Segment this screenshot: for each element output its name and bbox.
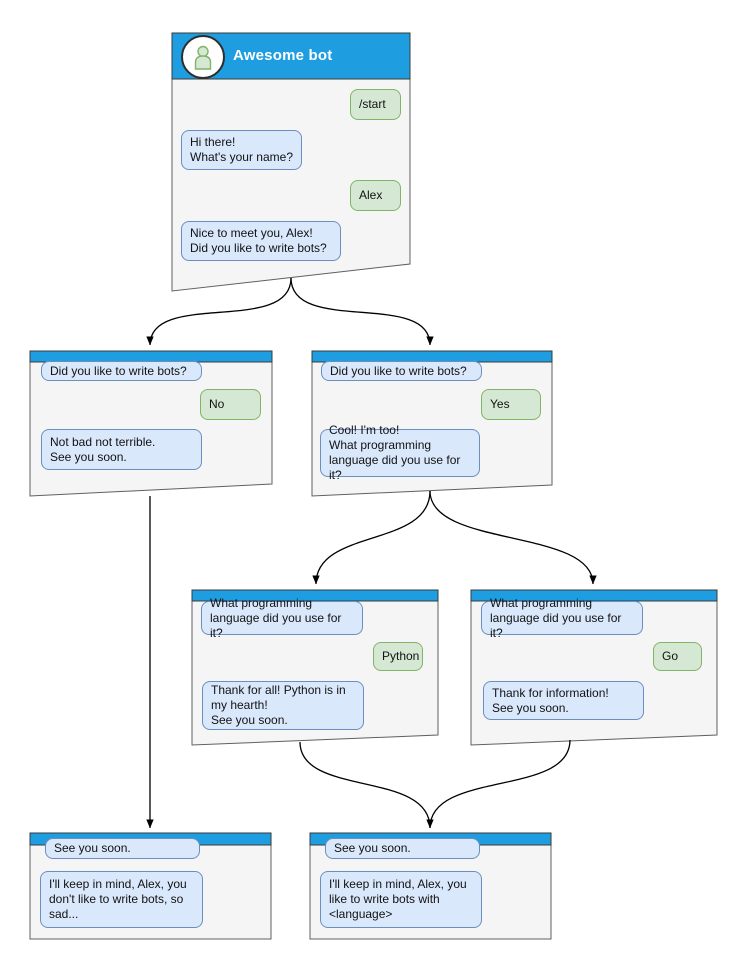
- bot-message-bubble: What programming language did you use fo…: [201, 596, 363, 640]
- edge-yes-to-python: [312, 490, 431, 585]
- bot-message-bubble: Thank for information! See you soon.: [483, 681, 644, 720]
- bot-message-bubble: See you soon.: [325, 838, 480, 859]
- user-message-bubble: Python: [373, 642, 423, 671]
- person-icon: [194, 45, 212, 70]
- bot-message-bubble: I'll keep in mind, Alex, you like to wri…: [320, 871, 482, 928]
- edge-go-to-end: [429, 739, 571, 829]
- user-message-bubble: Alex: [350, 180, 401, 211]
- user-message-bubble: Go: [653, 642, 702, 671]
- user-message-bubble: Yes: [481, 389, 541, 420]
- bot-message-bubble: Did you like to write bots?: [321, 361, 482, 381]
- user-message-bubble: /start: [350, 89, 401, 120]
- bot-message-bubble: See you soon.: [45, 838, 200, 859]
- bot-message-bubble: What programming language did you use fo…: [481, 596, 643, 640]
- edge-python-to-end: [299, 741, 434, 829]
- bot-message-bubble: Not bad not terrible. See you soon.: [41, 429, 202, 470]
- bot-message-bubble: Did you like to write bots?: [41, 361, 202, 381]
- user-message-bubble: No: [200, 389, 261, 420]
- edge-root-to-no: [146, 277, 292, 346]
- chat-window-title: Awesome bot: [233, 47, 333, 64]
- bot-message-bubble: Nice to meet you, Alex! Did you like to …: [181, 221, 341, 261]
- bot-message-bubble: I'll keep in mind, Alex, you don't like …: [40, 871, 203, 928]
- bot-message-bubble: Thank for all! Python is in my hearth! S…: [202, 681, 364, 730]
- bot-message-bubble: Cool! I'm too! What programming language…: [320, 423, 480, 482]
- bot-message-bubble: Hi there! What's your name?: [181, 130, 302, 170]
- edge-yes-to-go: [429, 490, 597, 585]
- edge-root-to-yes: [290, 277, 434, 346]
- bot-avatar: [181, 35, 225, 79]
